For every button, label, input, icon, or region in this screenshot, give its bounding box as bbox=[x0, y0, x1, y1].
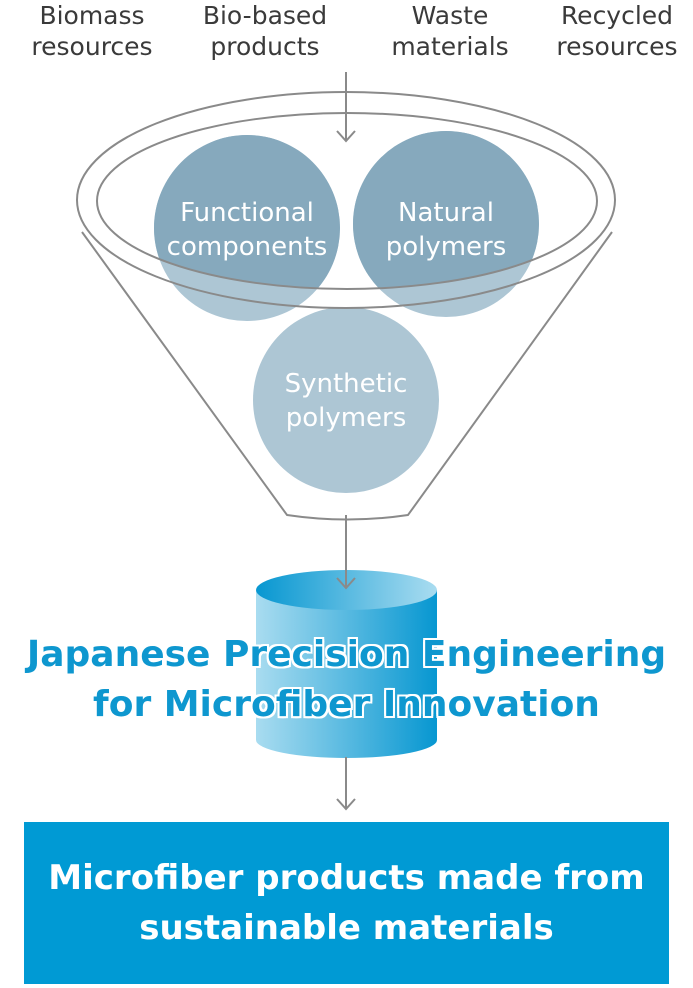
circle-label: polymers bbox=[386, 232, 507, 262]
label: products bbox=[210, 32, 320, 61]
process-title-line: Japanese Precision Engineering bbox=[26, 634, 667, 675]
label: resources bbox=[556, 32, 678, 61]
cylinder bbox=[256, 570, 437, 758]
label: Biomass bbox=[39, 1, 145, 30]
process-title-line: for Microfiber Innovation bbox=[93, 684, 600, 725]
output-box: Microfiber products made from sustainabl… bbox=[24, 822, 669, 984]
circle-label: Synthetic bbox=[285, 369, 408, 399]
label: materials bbox=[391, 32, 509, 61]
label: resources bbox=[31, 32, 153, 61]
label: Recycled bbox=[560, 1, 674, 30]
circle-synthetic-polymers bbox=[253, 307, 439, 493]
funnel-outline bbox=[76, 91, 616, 521]
circle-label: Natural bbox=[398, 198, 494, 228]
circle-functional-components bbox=[154, 135, 340, 321]
arrow-top bbox=[336, 72, 356, 143]
circle-label: Functional bbox=[180, 198, 314, 228]
circle-natural-polymers bbox=[353, 131, 539, 317]
output-label: sustainable materials bbox=[139, 908, 554, 948]
label: Waste bbox=[411, 1, 489, 30]
label: Bio-based bbox=[202, 1, 328, 30]
arrow-bottom bbox=[336, 757, 356, 811]
circle-label: polymers bbox=[286, 403, 407, 433]
output-label: Microfiber products made from bbox=[48, 858, 645, 898]
process-title: Japanese Precision Engineering for Micro… bbox=[0, 630, 693, 730]
circle-label: components bbox=[167, 232, 328, 262]
arrow-middle bbox=[336, 515, 356, 590]
